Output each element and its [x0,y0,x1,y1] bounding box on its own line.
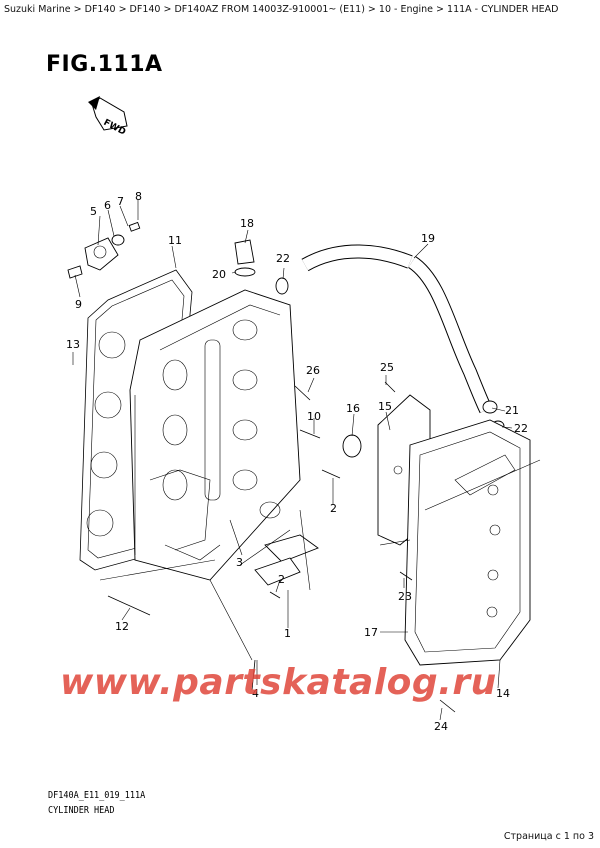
callout-3: 3 [236,556,243,569]
callout-8: 8 [135,190,142,203]
cylinder-head-cover [404,419,531,666]
callout-9: 9 [75,298,82,311]
callout-7: 7 [117,195,124,208]
callout-12: 12 [115,620,129,633]
cylinder-head [129,289,301,581]
figure-title: FIG.111A [46,52,163,77]
callout-11: 11 [168,234,182,247]
o-ring [342,434,362,458]
figure-code: DF140A_E11_019_111A [48,790,146,801]
callout-20: 20 [212,268,226,281]
callout-16: 16 [346,402,360,415]
callout-17: 17 [364,626,378,639]
callout-19: 19 [421,232,435,245]
callout-numbers: 1 2 2 3 4 5 6 7 8 9 10 11 12 13 14 15 16… [66,190,528,733]
callout-6: 6 [104,199,111,212]
callout-2: 2 [330,502,337,515]
callout-1: 1 [284,627,291,640]
breather-hose [301,244,493,414]
callout-2b: 2 [278,573,285,586]
callout-13: 13 [66,338,80,351]
callout-22b: 22 [514,422,528,435]
camshaft-cap [254,534,319,586]
callout-22: 22 [276,252,290,265]
breadcrumb: Suzuki Marine > DF140 > DF140 > DF140AZ … [4,4,559,15]
callout-5: 5 [90,205,97,218]
leader-lines [72,200,541,721]
callout-24: 24 [434,720,448,733]
callout-10: 10 [307,410,321,423]
figure-name: CYLINDER HEAD [48,805,115,816]
callout-23: 23 [398,590,412,603]
oil-filler-cap [234,239,256,277]
callout-4: 4 [252,687,259,700]
fwd-arrow-icon: FWD [88,96,128,138]
callout-25: 25 [380,361,394,374]
watermark: www.partskatalog.ru [60,662,497,703]
callout-26: 26 [306,364,320,377]
bolt [107,381,456,713]
callout-18: 18 [240,217,254,230]
callout-15: 15 [378,400,392,413]
callout-14: 14 [496,687,510,700]
page-indicator: Страница с 1 по 3 [503,831,594,842]
thermostat-cover [67,221,141,279]
callout-21: 21 [505,404,519,417]
